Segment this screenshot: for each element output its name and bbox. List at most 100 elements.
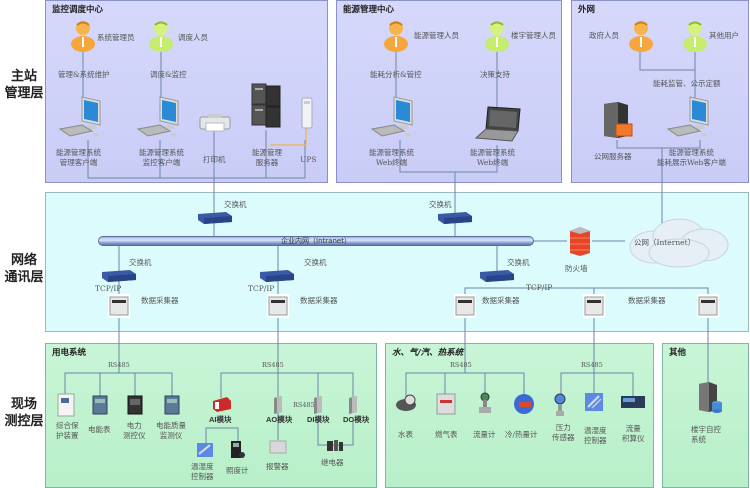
field-device-label: 燃气表 (435, 430, 458, 439)
link-label: 决策支持 (480, 70, 510, 79)
user-label: 系统管理员 (97, 33, 135, 42)
di-module-icon (314, 396, 322, 414)
person-green-icon (485, 21, 509, 52)
power-quality-monitor-icon (164, 395, 180, 415)
field-device-label: 电力 测控仪 (123, 421, 146, 440)
ai-module-icon (213, 397, 231, 412)
switch-icon (480, 270, 514, 282)
bus-label: RS485 (450, 361, 472, 369)
device-label: 打印机 (203, 155, 226, 164)
user-label: 能源管理人员 (414, 31, 459, 40)
ups-icon (301, 97, 313, 129)
external-network-title: 外网 (578, 5, 596, 15)
field-device-label: 水表 (398, 430, 413, 439)
temp-humidity-controller-icon (585, 393, 603, 411)
data-collector-icon (454, 294, 476, 318)
protocol-label: TCP/IP (248, 284, 275, 293)
monitor-center-box: 监控调度中心 (45, 0, 328, 183)
switch-icon (198, 212, 232, 224)
field-device-label: 流量 积算仪 (622, 424, 645, 443)
printer-icon (199, 114, 231, 132)
bus-label: RS485 (581, 361, 603, 369)
switch-icon (102, 270, 136, 282)
field-device-label: 温湿度 控制器 (191, 462, 214, 481)
layer-label-field: 现场 测控层 (4, 397, 44, 429)
field-device-label: 综合保 护装置 (56, 421, 79, 440)
switch-icon (438, 212, 472, 224)
collector-label: 数据采集器 (141, 296, 179, 305)
field-device-label: 流量计 (473, 430, 496, 439)
network-layer-box (45, 192, 749, 332)
field-device-label: 继电器 (321, 458, 344, 467)
collector-label: 数据采集器 (300, 296, 338, 305)
person-green-icon (149, 21, 173, 52)
heat-meter-icon (514, 394, 534, 414)
desktop-computer-icon (58, 96, 101, 137)
lux-meter-icon (231, 441, 245, 458)
internet-cloud-icon (629, 218, 729, 268)
field-device-label: 冷/热量计 (505, 430, 538, 439)
energy-center-title: 能源管理中心 (343, 5, 395, 15)
flow-totalizer-icon (621, 396, 645, 408)
desktop-computer-icon (370, 96, 413, 137)
power-system-title: 用电系统 (52, 348, 87, 358)
layer-label-network: 网络 通讯层 (4, 253, 44, 285)
switch-label: 交换机 (507, 258, 530, 267)
protection-device-icon (57, 393, 75, 417)
water-meter-icon (396, 394, 416, 411)
user-label: 楼宇管理人员 (511, 31, 556, 40)
internet-label: 公网（Internet） (634, 238, 696, 247)
layer-label-management: 主站 管理层 (4, 69, 44, 101)
user-label: 调度人员 (178, 33, 208, 42)
energy-meter-icon (92, 395, 108, 415)
protocol-label: TCP/IP (95, 284, 122, 293)
intranet-label: 企业内网（Intranet） (281, 237, 351, 245)
switch-label: 交换机 (429, 200, 452, 209)
water-gas-heat-box: 水、气/汽、热系统 (385, 343, 654, 488)
relay-icon (327, 440, 343, 451)
device-label: 能源管理 服务器 (252, 148, 282, 167)
external-network-box: 外网 (571, 0, 749, 183)
ao-module-icon (274, 396, 282, 414)
data-collector-icon (583, 294, 605, 318)
module-label: DO模块 (343, 415, 370, 424)
person-orange-icon (384, 21, 408, 52)
link-label: 能耗监管、公示定额 (653, 79, 721, 88)
module-label: AI模块 (209, 415, 232, 424)
public-server-icon (604, 102, 633, 138)
link-label: 能耗分析&管控 (370, 70, 422, 79)
intranet-bus: 企业内网（Intranet） (98, 236, 534, 246)
desktop-computer-icon (666, 96, 709, 137)
data-collector-icon (108, 294, 130, 318)
energy-center-box: 能源管理中心 (336, 0, 562, 183)
data-collector-icon (697, 294, 719, 318)
field-device-label: 压力 传感器 (552, 423, 575, 442)
other-system-box: 其他 (662, 343, 749, 488)
user-label: 政府人员 (589, 31, 619, 40)
temp-humidity-controller-icon (197, 443, 213, 457)
field-device-label: 报警器 (266, 462, 289, 471)
device-label: 能源管理系统 能耗展示Web客户端 (657, 148, 726, 167)
link-label: 管理&系统维护 (58, 70, 110, 79)
person-orange-icon (629, 21, 653, 52)
field-device-label: 电能质量 监测仪 (156, 421, 186, 440)
protocol-label: TCP/IP (526, 283, 553, 292)
switch-icon (260, 270, 294, 282)
device-label: 公网服务器 (594, 152, 632, 161)
bus-label: RS485 (293, 401, 315, 409)
firewall-label: 防火墙 (565, 264, 588, 273)
do-module-icon (349, 396, 357, 414)
laptop-icon (474, 106, 521, 142)
collector-label: 数据采集器 (482, 296, 520, 305)
water-gas-heat-title: 水、气/汽、热系统 (392, 348, 464, 358)
person-orange-icon (71, 21, 95, 52)
user-label: 其他用户 (709, 31, 739, 40)
device-label: UPS (300, 155, 317, 164)
field-device-label: 电能表 (88, 425, 111, 434)
link-label: 调度&监控 (150, 70, 187, 79)
data-collector-icon (267, 294, 289, 318)
gas-meter-icon (436, 393, 456, 415)
collector-label: 数据采集器 (628, 296, 666, 305)
pressure-sensor-icon (554, 393, 566, 416)
